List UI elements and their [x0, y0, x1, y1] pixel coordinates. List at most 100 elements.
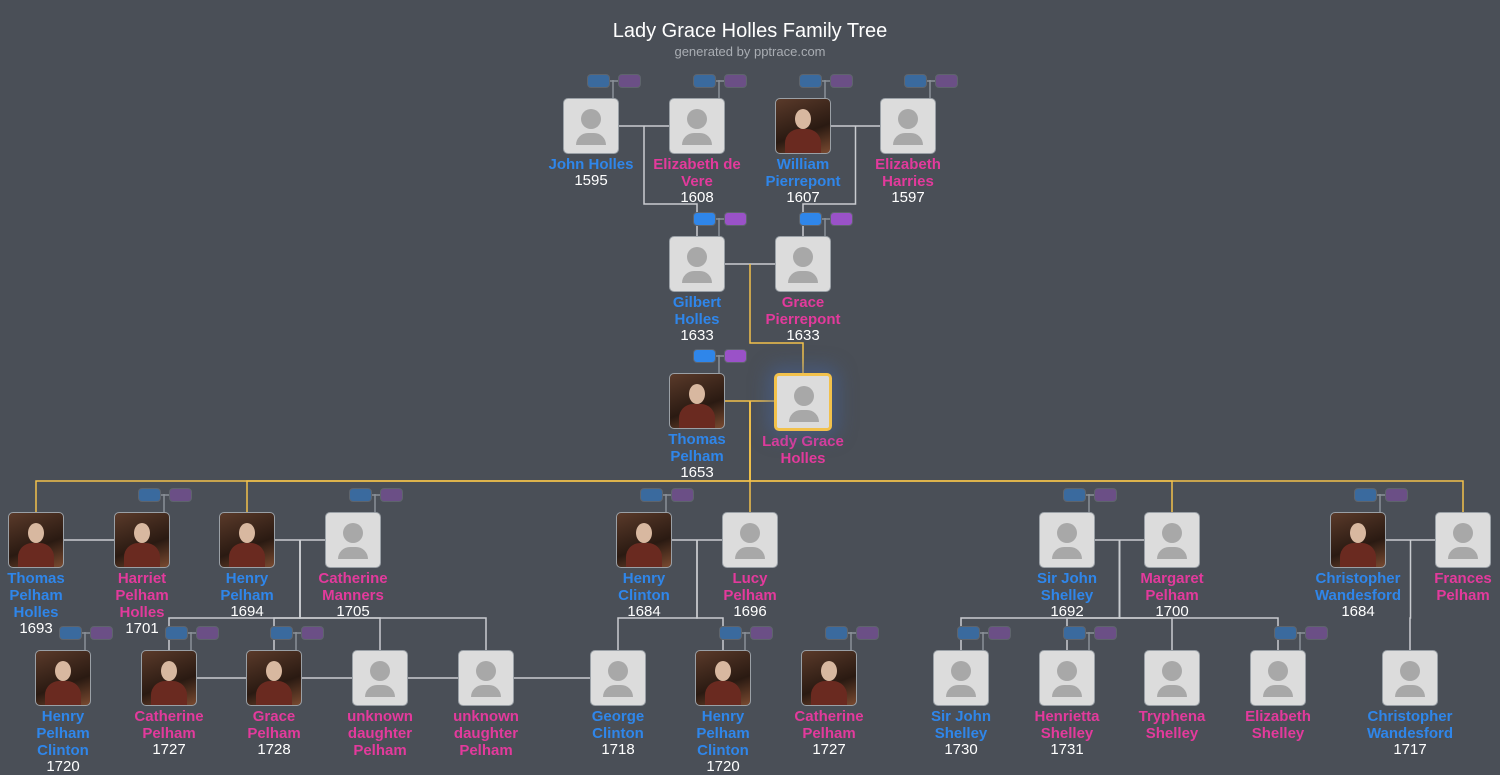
show-father-button[interactable]: [640, 488, 663, 502]
portrait-photo[interactable]: [141, 650, 197, 706]
person-name[interactable]: Elizabeth Harries: [875, 156, 941, 190]
show-father-button[interactable]: [957, 626, 980, 640]
avatar-placeholder-icon[interactable]: [563, 98, 619, 154]
show-mother-button[interactable]: [169, 488, 192, 502]
show-mother-button[interactable]: [856, 626, 879, 640]
person-node[interactable]: Lady Grace Holles: [757, 373, 849, 467]
show-father-button[interactable]: [1274, 626, 1297, 640]
show-father-button[interactable]: [349, 488, 372, 502]
show-mother-button[interactable]: [196, 626, 219, 640]
avatar-placeholder-icon[interactable]: [933, 650, 989, 706]
avatar-placeholder-icon[interactable]: [352, 650, 408, 706]
show-father-button[interactable]: [270, 626, 293, 640]
avatar-placeholder-icon[interactable]: [1039, 512, 1095, 568]
portrait-photo[interactable]: [246, 650, 302, 706]
show-father-button[interactable]: [587, 74, 610, 88]
show-mother-button[interactable]: [1385, 488, 1408, 502]
portrait-photo[interactable]: [35, 650, 91, 706]
person-name[interactable]: Lady Grace Holles: [762, 433, 844, 467]
person-name[interactable]: Elizabeth de Vere: [653, 156, 741, 190]
show-father-button[interactable]: [693, 349, 716, 363]
person-name[interactable]: Thomas Pelham Holles: [7, 570, 65, 621]
show-mother-button[interactable]: [1094, 626, 1117, 640]
show-father-button[interactable]: [693, 74, 716, 88]
person-node[interactable]: Tryphena Shelley: [1126, 650, 1218, 742]
avatar-placeholder-icon[interactable]: [775, 236, 831, 292]
person-node[interactable]: Frances Pelham: [1417, 512, 1500, 604]
portrait-photo[interactable]: [669, 373, 725, 429]
show-father-button[interactable]: [138, 488, 161, 502]
avatar-placeholder-icon[interactable]: [1144, 650, 1200, 706]
show-father-button[interactable]: [693, 212, 716, 226]
person-name[interactable]: Grace Pelham: [247, 708, 301, 742]
show-father-button[interactable]: [1063, 626, 1086, 640]
person-name[interactable]: Catherine Pelham: [134, 708, 204, 742]
person-node[interactable]: Elizabeth Shelley: [1232, 650, 1324, 742]
avatar-placeholder-icon[interactable]: [669, 236, 725, 292]
avatar-placeholder-icon[interactable]: [669, 98, 725, 154]
show-mother-button[interactable]: [671, 488, 694, 502]
avatar-placeholder-icon[interactable]: [458, 650, 514, 706]
person-name[interactable]: unknown daughter Pelham: [453, 708, 519, 759]
show-mother-button[interactable]: [988, 626, 1011, 640]
person-name[interactable]: Frances Pelham: [1434, 570, 1492, 604]
show-father-button[interactable]: [719, 626, 742, 640]
show-mother-button[interactable]: [301, 626, 324, 640]
portrait-photo[interactable]: [775, 98, 831, 154]
show-mother-button[interactable]: [935, 74, 958, 88]
person-name[interactable]: Thomas Pelham: [668, 431, 726, 465]
person-name[interactable]: Henry Pelham Clinton: [36, 708, 90, 759]
show-mother-button[interactable]: [1094, 488, 1117, 502]
avatar-placeholder-icon[interactable]: [1039, 650, 1095, 706]
show-father-button[interactable]: [165, 626, 188, 640]
show-mother-button[interactable]: [90, 626, 113, 640]
avatar-placeholder-icon[interactable]: [1382, 650, 1438, 706]
show-mother-button[interactable]: [724, 74, 747, 88]
person-name[interactable]: William Pierrepont: [765, 156, 841, 190]
person-name[interactable]: Harriet Pelham Holles: [115, 570, 169, 621]
show-father-button[interactable]: [799, 212, 822, 226]
person-name[interactable]: George Clinton: [591, 708, 645, 742]
person-name[interactable]: Sir John Shelley: [1036, 570, 1097, 604]
person-name[interactable]: Tryphena Shelley: [1138, 708, 1206, 742]
show-mother-button[interactable]: [724, 349, 747, 363]
person-name[interactable]: Margaret Pelham: [1140, 570, 1204, 604]
person-name[interactable]: Catherine Manners: [318, 570, 388, 604]
portrait-photo[interactable]: [219, 512, 275, 568]
person-name[interactable]: Henry Pelham Clinton: [696, 708, 750, 759]
show-father-button[interactable]: [1354, 488, 1377, 502]
person-name[interactable]: unknown daughter Pelham: [347, 708, 413, 759]
person-name[interactable]: John Holles: [548, 156, 634, 173]
avatar-placeholder-icon[interactable]: [590, 650, 646, 706]
person-name[interactable]: Christopher Wandesford: [1314, 570, 1402, 604]
person-name[interactable]: Lucy Pelham: [723, 570, 777, 604]
person-name[interactable]: Gilbert Holles: [672, 294, 722, 328]
person-name[interactable]: Henry Clinton: [618, 570, 670, 604]
portrait-photo[interactable]: [8, 512, 64, 568]
person-name[interactable]: Grace Pierrepont: [765, 294, 841, 328]
show-mother-button[interactable]: [1305, 626, 1328, 640]
person-name[interactable]: Christopher Wandesford: [1366, 708, 1454, 742]
